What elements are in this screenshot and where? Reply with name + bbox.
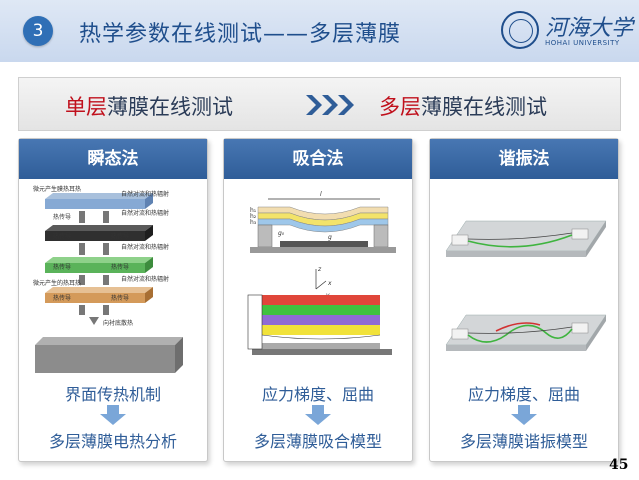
card-mechanism-text: 应力梯度、屈曲 bbox=[467, 385, 580, 404]
down-arrow-icon bbox=[100, 405, 126, 425]
university-seal-icon bbox=[501, 11, 539, 49]
figure-label: g₀ bbox=[278, 230, 285, 237]
card-resonance-method: 谐振法 应力梯度、屈曲 多层薄膜谐振模型 bbox=[429, 138, 619, 462]
figure-label: 微元产生膜热耳热 bbox=[33, 185, 81, 193]
triple-chevron-icon bbox=[306, 95, 354, 115]
page-title: 热学参数在线测试——多层薄膜 bbox=[79, 22, 402, 47]
figure-label: 热传导 bbox=[111, 263, 129, 271]
banner-right-text: 多层薄膜在线测试 bbox=[379, 91, 547, 121]
card-title: 瞬态法 bbox=[19, 139, 207, 179]
logo-chinese-name: 河海大学 bbox=[545, 16, 634, 41]
comparison-banner: 单层薄膜在线测试 多层薄膜在线测试 bbox=[18, 77, 621, 131]
figure-label: 自然对流和热辐射 bbox=[121, 243, 169, 251]
card-model-text: 多层薄膜吸合模型 bbox=[253, 432, 382, 451]
figure-label: h₃ bbox=[250, 219, 257, 226]
logo-english-name: HOHAI UNIVERSITY bbox=[545, 39, 620, 47]
second-mode-plate bbox=[445, 314, 607, 351]
page-number: 45 bbox=[609, 457, 629, 473]
university-logo: 河海大学 HOHAI UNIVERSITY bbox=[501, 8, 634, 54]
layer-heat-transfer-diagram: 微元产生膜热耳热 自然对流和热辐射 热传导 自然对流和热辐射 热传导 热传导 自… bbox=[33, 185, 183, 373]
figure-label: 热传导 bbox=[53, 213, 71, 221]
figure-label: h₁ bbox=[250, 207, 257, 214]
card-transient-method: 瞬态法 微元产生膜热耳热 自然对流和热辐 bbox=[18, 138, 208, 462]
banner-left-highlight: 单层 bbox=[65, 95, 107, 119]
pull-in-beam-diagram: l h₁ h₂ h₃ g₀ g x z y bbox=[247, 191, 396, 355]
banner-left-text: 单层薄膜在线测试 bbox=[65, 91, 233, 121]
resonance-mode-diagram bbox=[445, 220, 607, 351]
layer-stack bbox=[35, 193, 183, 373]
heat-arrows bbox=[79, 211, 109, 325]
diagram-labels: 微元产生膜热耳热 自然对流和热辐射 热传导 自然对流和热辐射 热传导 热传导 自… bbox=[33, 185, 169, 327]
figure-label: 向衬底散热 bbox=[103, 319, 133, 327]
figure-label: 自然对流和热辐射 bbox=[121, 190, 169, 198]
figure-label: x bbox=[327, 280, 332, 287]
banner-left-rest: 薄膜在线测试 bbox=[107, 95, 233, 119]
figure-label: g bbox=[328, 234, 332, 241]
card-mechanism-text: 应力梯度、屈曲 bbox=[261, 385, 374, 404]
first-mode-plate bbox=[445, 220, 607, 257]
section-number-badge: 3 bbox=[23, 16, 53, 46]
figure-label: 热传导 bbox=[111, 232, 129, 240]
beam-side-view: l h₁ h₂ h₃ g₀ g bbox=[250, 191, 396, 253]
figure-label: 热传导 bbox=[111, 294, 129, 302]
card-title: 谐振法 bbox=[430, 139, 618, 179]
figure-label: z bbox=[317, 266, 322, 273]
down-arrow-icon bbox=[511, 405, 537, 425]
figure-label: 热传导 bbox=[53, 263, 71, 271]
card-model-text: 多层薄膜谐振模型 bbox=[459, 432, 588, 451]
banner-right-highlight: 多层 bbox=[379, 95, 421, 119]
down-arrow-icon bbox=[305, 405, 331, 425]
card-model-text: 多层薄膜电热分析 bbox=[48, 432, 177, 451]
figure-label: 微元产生的热耳热 bbox=[33, 279, 81, 287]
figure-label: h₂ bbox=[250, 213, 257, 220]
figure-label: l bbox=[320, 191, 322, 198]
figure-label: 热传导 bbox=[53, 232, 71, 240]
card-title: 吸合法 bbox=[224, 139, 412, 179]
banner-right-rest: 薄膜在线测试 bbox=[421, 95, 547, 119]
layer-cross-section: x z y bbox=[247, 266, 392, 355]
header-bar: 3 热学参数在线测试——多层薄膜 河海大学 HOHAI UNIVERSITY bbox=[0, 0, 639, 62]
figure-label: 自然对流和热辐射 bbox=[121, 275, 169, 283]
figure-label: 热传导 bbox=[53, 294, 71, 302]
card-pull-in-method: 吸合法 l h₁ h₂ h₃ g₀ g x z y bbox=[223, 138, 413, 462]
figure-label: 自然对流和热辐射 bbox=[121, 209, 169, 217]
card-mechanism-text: 界面传热机制 bbox=[64, 385, 161, 404]
